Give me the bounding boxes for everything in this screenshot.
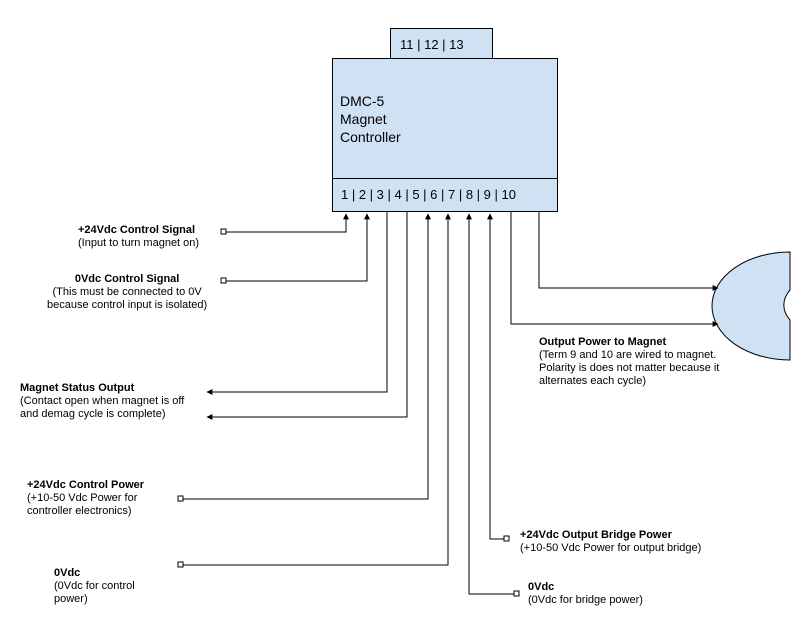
- wire-term-3: [206, 212, 388, 395]
- wire-term-8: [487, 213, 507, 540]
- controller-block: [332, 58, 558, 179]
- terminal-strip: [332, 178, 558, 212]
- controller-line-2: Magnet: [340, 111, 387, 127]
- label-control-signal-0v: 0Vdc Control Signal (This must be connec…: [47, 273, 208, 311]
- terminal-node: [220, 277, 227, 284]
- label-control-signal-24v: +24Vdc Control Signal (Input to turn mag…: [78, 224, 200, 249]
- terminal-node: [220, 228, 227, 235]
- label-0vdc-bridge: 0Vdc (0Vdc for bridge power): [528, 581, 643, 606]
- label-output-bridge-power-24v: +24Vdc Output Bridge Power (+10-50 Vdc P…: [520, 529, 702, 554]
- label-0vdc-control: 0Vdc (0Vdc for control power): [54, 567, 135, 605]
- wire-term-7: [466, 213, 517, 595]
- terminal-node: [177, 561, 184, 568]
- terminal-node: [177, 495, 184, 502]
- wire-term-6: [181, 213, 451, 566]
- terminal-strip-labels: 1 | 2 | 3 | 4 | 5 | 6 | 7 | 8 | 9 | 10: [341, 187, 516, 202]
- wire-term-9: [510, 212, 719, 327]
- wire-term-5: [181, 213, 431, 500]
- wire-term-1: [224, 213, 349, 233]
- magnet-shape: [711, 251, 791, 361]
- label-output-power-to-magnet: Output Power to Magnet (Term 9 and 10 ar…: [539, 336, 720, 387]
- wire-term-4: [206, 212, 408, 420]
- wire-term-10: [538, 212, 719, 291]
- terminal-node: [513, 590, 520, 597]
- label-magnet-status-output: Magnet Status Output (Contact open when …: [20, 382, 185, 420]
- label-control-power-24v: +24Vdc Control Power (+10-50 Vdc Power f…: [27, 479, 145, 517]
- terminal-node: [503, 535, 510, 542]
- controller-line-3: Controller: [340, 129, 401, 145]
- top-terminal-labels: 11 | 12 | 13: [400, 37, 464, 52]
- controller-model: DMC-5: [340, 93, 385, 109]
- wire-term-2: [224, 213, 370, 282]
- controller-name: DMC-5 Magnet Controller: [340, 92, 401, 146]
